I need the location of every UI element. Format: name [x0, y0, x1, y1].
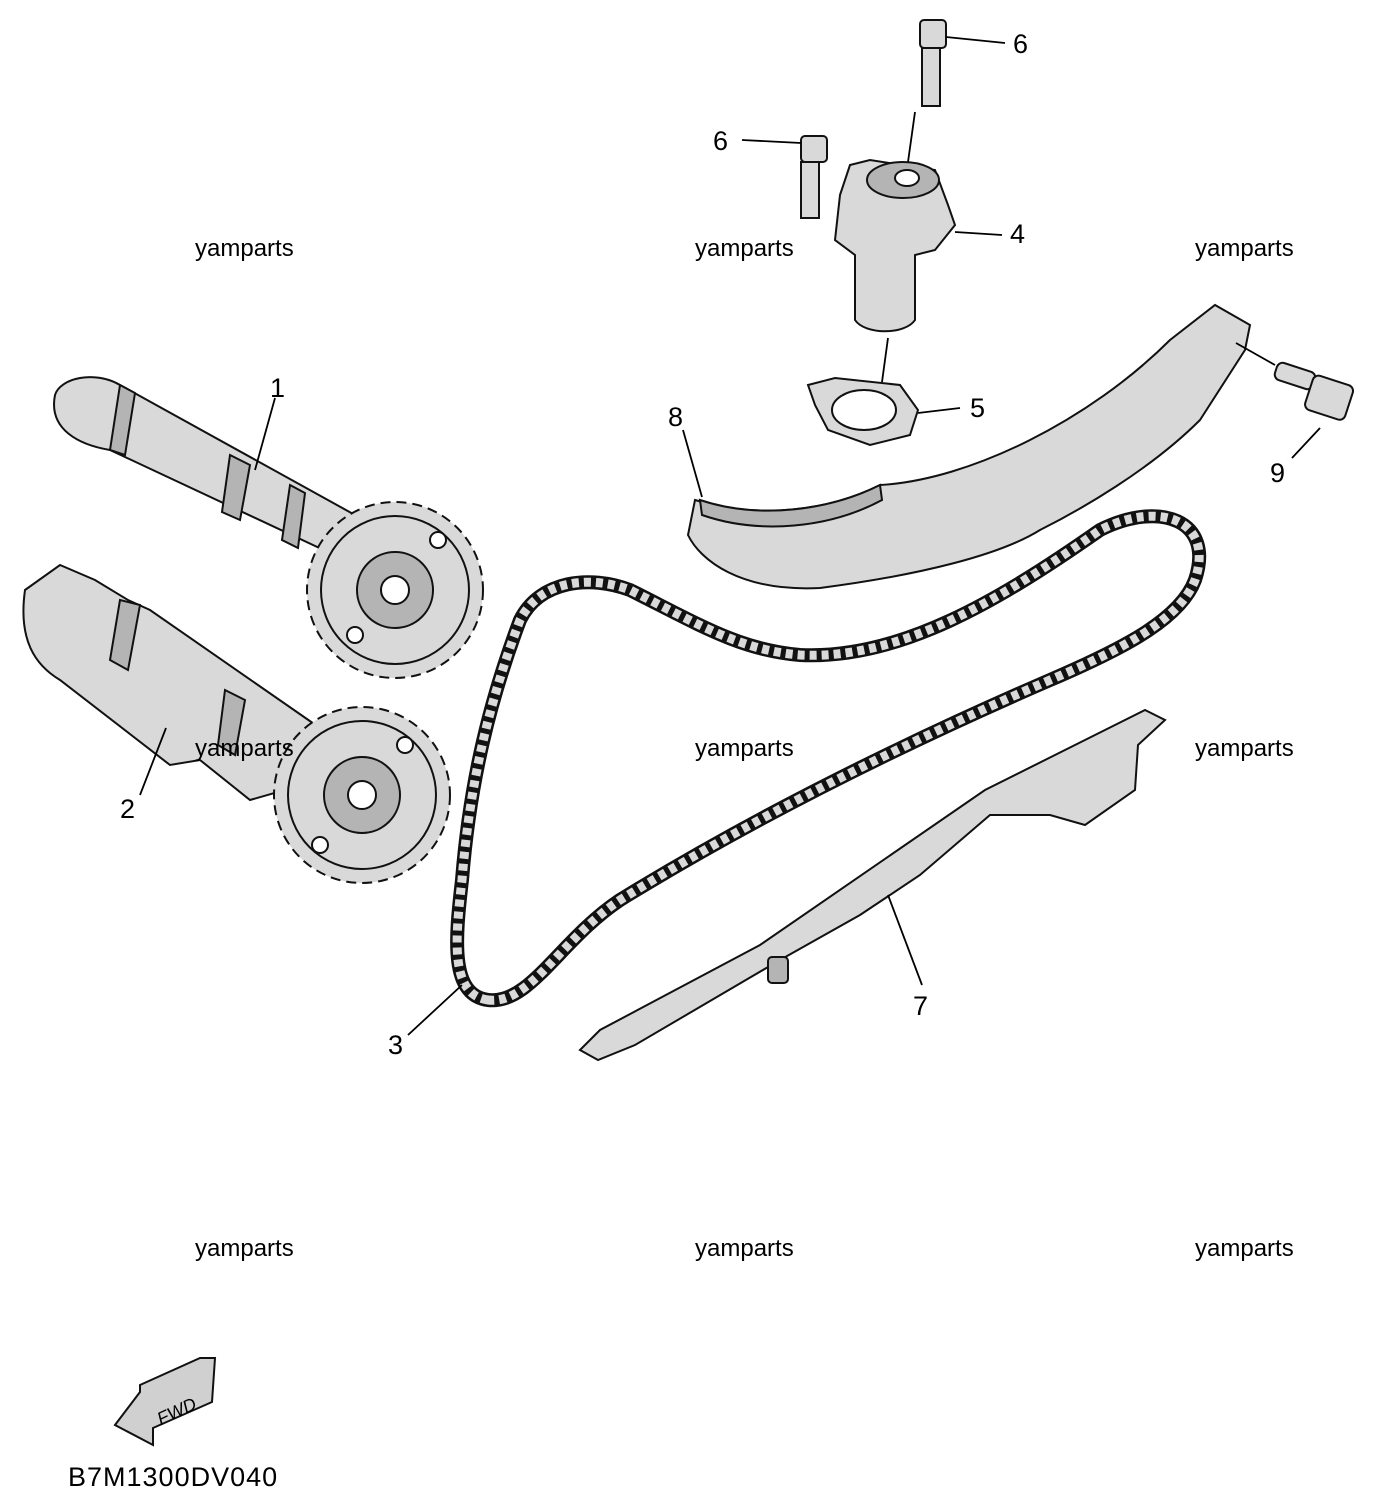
leader-9	[1291, 427, 1321, 459]
leader-6a	[945, 36, 1006, 44]
bolt-6-lower	[800, 135, 828, 219]
watermark: yamparts	[195, 1235, 294, 1262]
forward-arrow-icon: FWD	[113, 1357, 217, 1447]
leader-5	[917, 407, 961, 414]
watermark: yamparts	[195, 235, 294, 262]
leader-1	[254, 397, 276, 471]
chain-guide-7	[578, 708, 1167, 1062]
watermark: yamparts	[695, 735, 794, 762]
cam-chain-3	[450, 509, 1207, 1008]
watermark: yamparts	[695, 235, 794, 262]
watermark: yamparts	[1195, 235, 1294, 262]
leader-4	[954, 231, 1003, 236]
callout-9: 9	[1270, 458, 1285, 488]
callout-2: 2	[120, 794, 135, 824]
diagram-code: B7M1300DV040	[68, 1462, 278, 1492]
callout-6-upper: 6	[1013, 29, 1028, 59]
watermark: yamparts	[1195, 735, 1294, 762]
watermark: yamparts	[195, 735, 294, 762]
callout-6-lower: 6	[713, 126, 728, 156]
watermark: yamparts	[1195, 1235, 1294, 1262]
callout-5: 5	[970, 393, 985, 423]
tensioner-guide-8	[686, 303, 1252, 590]
chain-tensioner-4	[833, 158, 957, 333]
leader-8	[682, 429, 703, 498]
callout-8: 8	[668, 402, 683, 432]
callout-3: 3	[388, 1030, 403, 1060]
camshaft-1	[53, 376, 484, 679]
gasket-5	[806, 376, 920, 447]
leader-3	[407, 984, 463, 1036]
camshaft-2	[22, 563, 451, 884]
leader-guide-bolt	[1235, 342, 1276, 366]
bolt-9	[1273, 361, 1355, 421]
callout-4: 4	[1010, 219, 1025, 249]
leader-7	[887, 894, 923, 986]
bolt-6-upper	[919, 19, 947, 107]
leader-6b	[741, 139, 802, 144]
callout-1: 1	[270, 373, 285, 403]
watermark: yamparts	[695, 1235, 794, 1262]
leader-tensioner-gasket	[881, 337, 889, 383]
callout-7: 7	[913, 991, 928, 1021]
leader-2	[139, 727, 167, 796]
leader-tensioner-bolt	[907, 111, 916, 163]
